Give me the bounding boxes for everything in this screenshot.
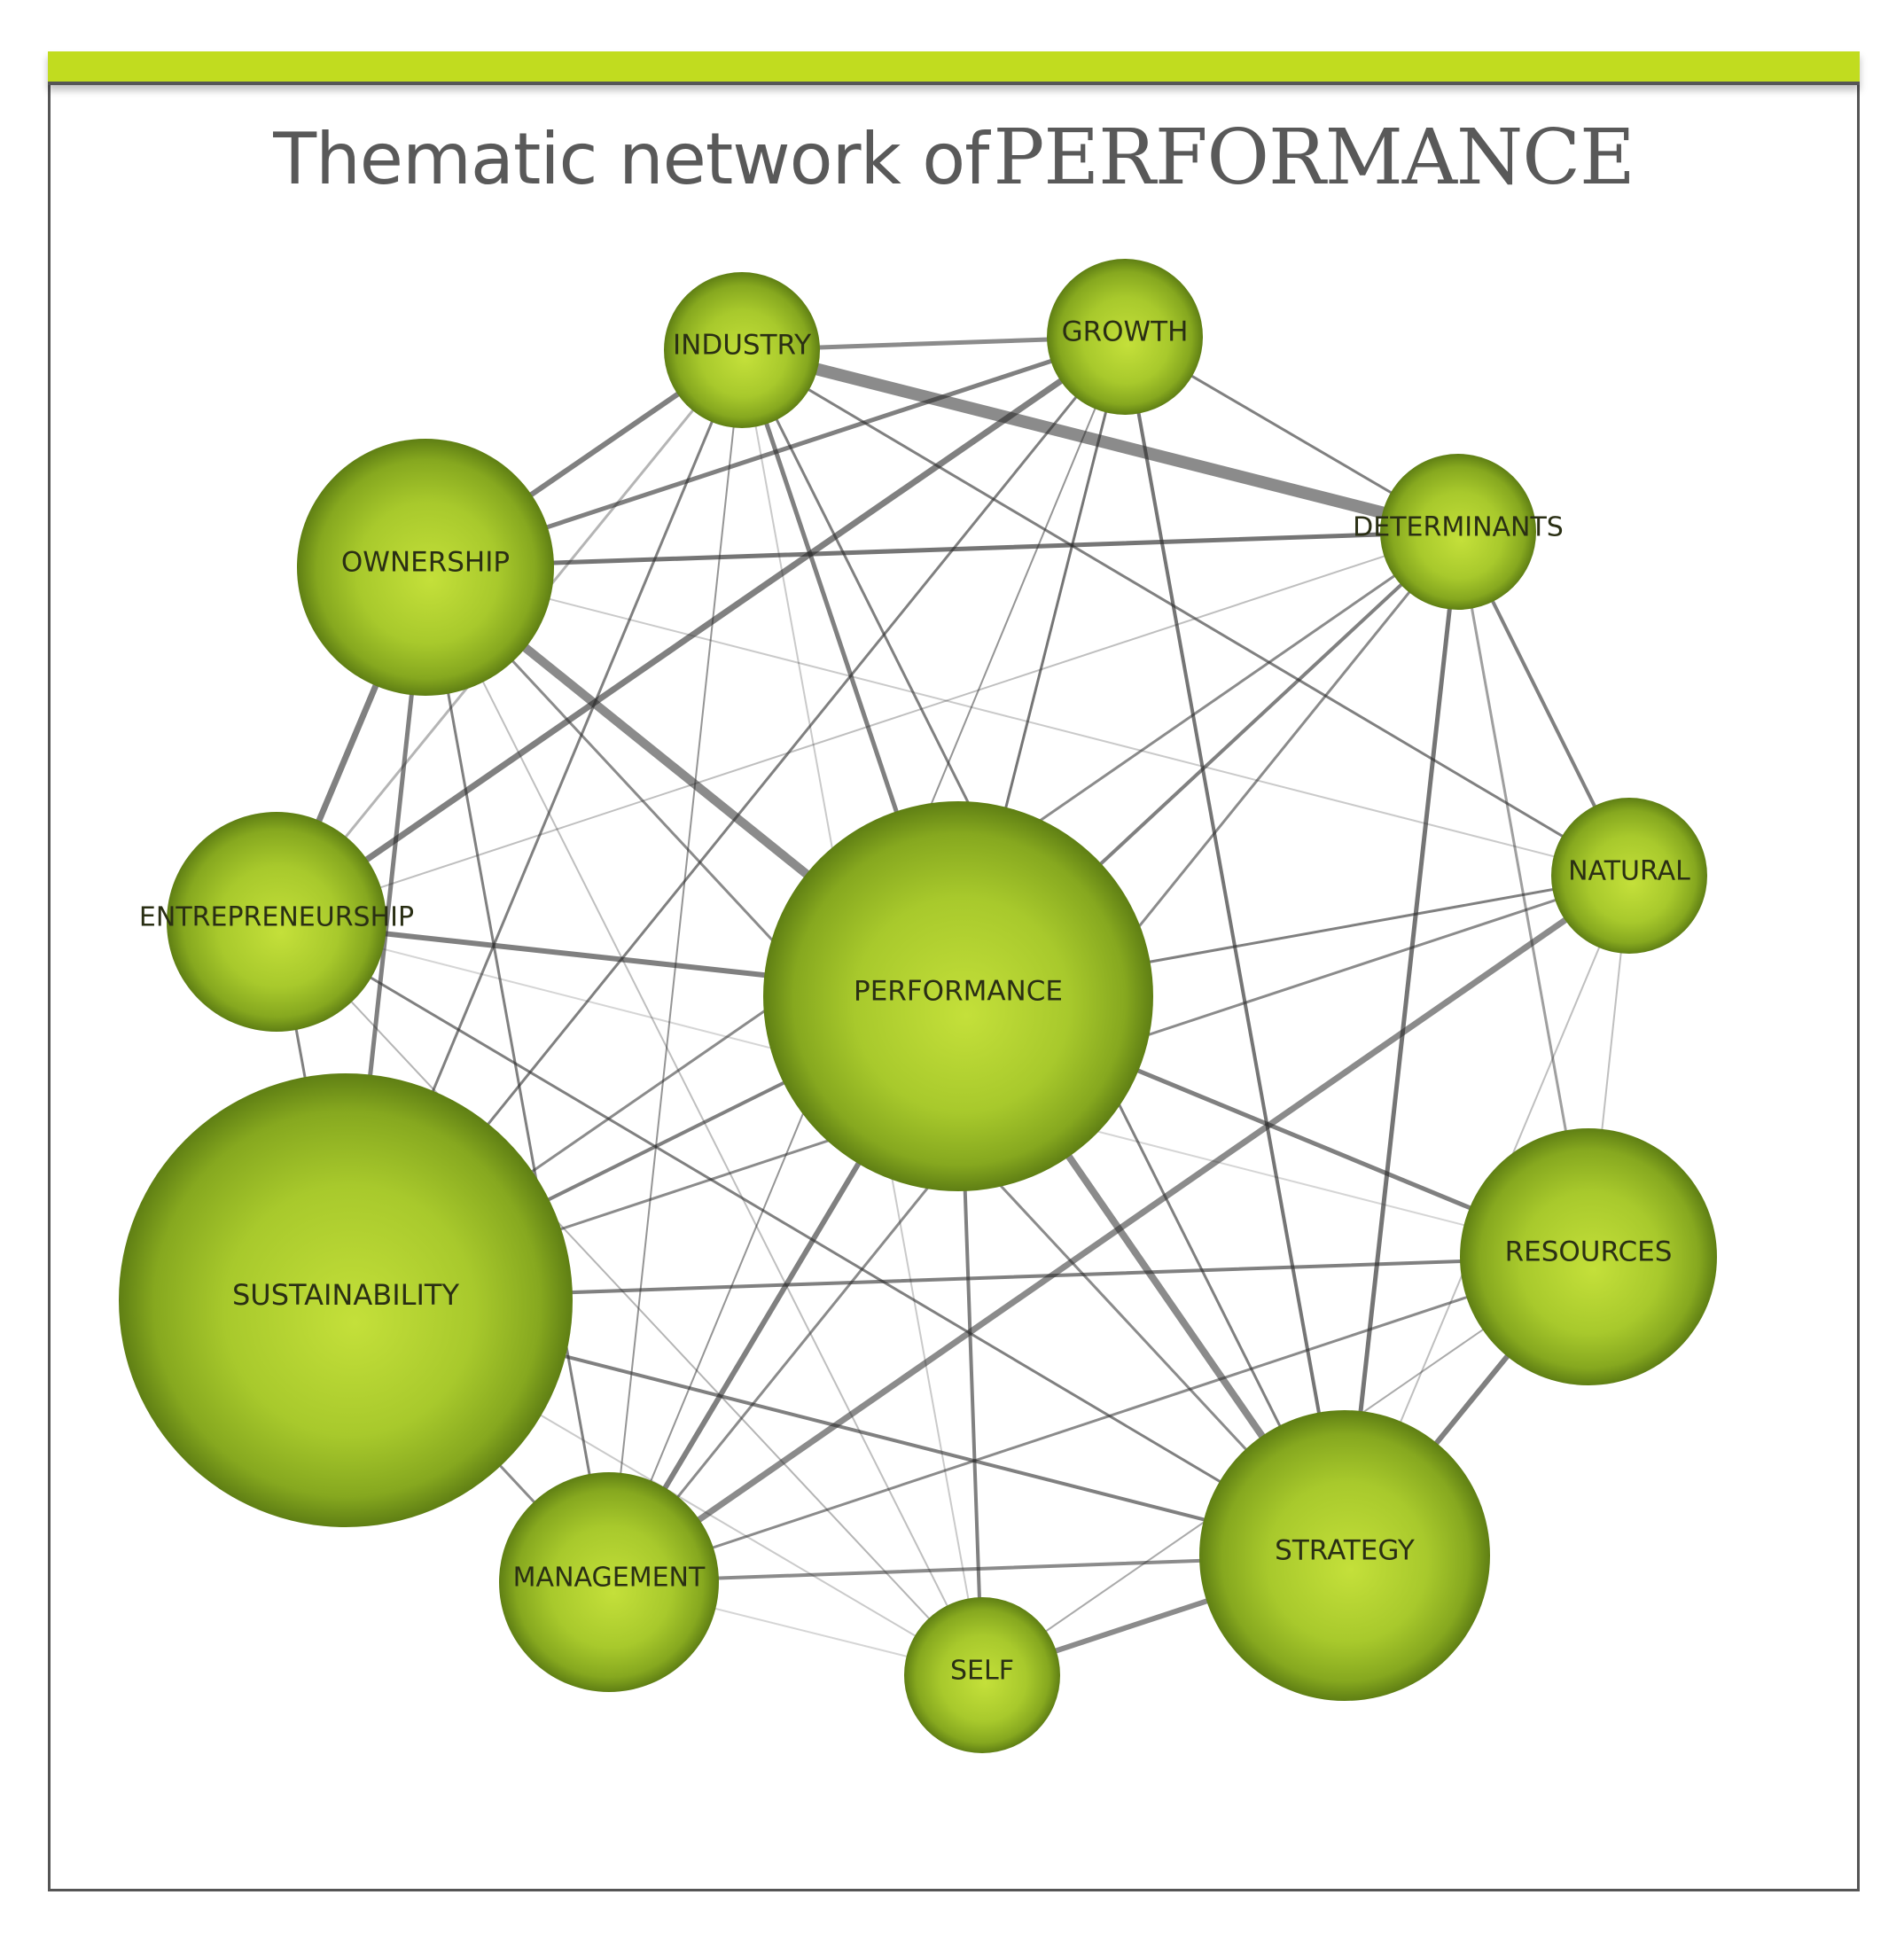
node-resources[interactable]: RESOURCES <box>1460 1128 1717 1385</box>
edge-ownership-determinants <box>423 529 1461 570</box>
edge-determinants-entrepreneurship <box>276 531 1459 923</box>
node-growth-circle <box>1047 259 1203 415</box>
node-sustainability-label: SUSTAINABILITY <box>232 1278 459 1312</box>
network-nodes: INDUSTRY GROWTH DETERMINANTS OWNERSHIP NATUR… <box>119 259 1717 1753</box>
node-management-label: MANAGEMENT <box>513 1563 706 1594</box>
node-management[interactable]: MANAGEMENT <box>499 1472 719 1692</box>
node-determinants-label: DETERMINANTS <box>1353 512 1564 543</box>
node-natural[interactable]: NATURAL <box>1551 798 1707 954</box>
edge-ownership-management <box>424 565 611 1584</box>
edge-resources-management <box>607 1255 1590 1584</box>
node-performance[interactable]: PERFORMANCE <box>763 801 1153 1191</box>
node-industry[interactable]: INDUSTRY <box>664 272 820 428</box>
node-performance-label: PERFORMANCE <box>854 976 1063 1008</box>
node-ownership-label: OWNERSHIP <box>341 547 510 579</box>
node-natural-circle <box>1551 798 1707 954</box>
node-self[interactable]: SELF <box>904 1597 1060 1753</box>
node-resources-label: RESOURCES <box>1505 1236 1673 1268</box>
edge-determinants-strategy <box>1342 529 1461 1558</box>
edge-industry-natural <box>740 348 1631 877</box>
title-prefix: Thematic network of <box>273 118 989 200</box>
node-industry-label: INDUSTRY <box>673 330 811 362</box>
node-entrepreneurship-circle <box>167 812 386 1032</box>
edge-entrepreneurship-self <box>276 921 983 1676</box>
node-determinants[interactable]: DETERMINANTS <box>1353 454 1564 610</box>
header-accent-bar <box>48 51 1860 85</box>
node-self-circle <box>904 1597 1060 1753</box>
node-natural-label: NATURAL <box>1568 856 1690 887</box>
node-sustainability-circle <box>119 1073 573 1527</box>
edge-ownership-natural <box>425 566 1630 877</box>
node-growth-label: GROWTH <box>1062 316 1189 348</box>
diagram-title: Thematic network of PERFORMANCE <box>48 113 1860 202</box>
edge-growth-entrepreneurship <box>273 333 1128 925</box>
node-performance-circle <box>763 801 1153 1191</box>
node-self-label: SELF <box>950 1656 1014 1687</box>
node-entrepreneurship[interactable]: ENTREPRENEURSHIP <box>139 812 414 1032</box>
node-management-circle <box>499 1472 719 1692</box>
title-keyword: PERFORMANCE <box>993 113 1635 202</box>
node-entrepreneurship-label: ENTREPRENEURSHIP <box>139 902 414 933</box>
edge-natural-management <box>605 872 1633 1586</box>
node-growth[interactable]: GROWTH <box>1047 259 1203 415</box>
edge-industry-determinants <box>736 344 1464 538</box>
node-industry-circle <box>664 272 820 428</box>
node-strategy[interactable]: STRATEGY <box>1199 1410 1490 1701</box>
node-resources-circle <box>1460 1128 1717 1385</box>
node-strategy-label: STRATEGY <box>1275 1535 1415 1567</box>
node-strategy-circle <box>1199 1410 1490 1701</box>
node-ownership[interactable]: OWNERSHIP <box>297 439 554 696</box>
node-ownership-circle <box>297 439 554 696</box>
node-sustainability[interactable]: SUSTAINABILITY <box>119 1073 573 1527</box>
node-determinants-circle <box>1380 454 1536 610</box>
